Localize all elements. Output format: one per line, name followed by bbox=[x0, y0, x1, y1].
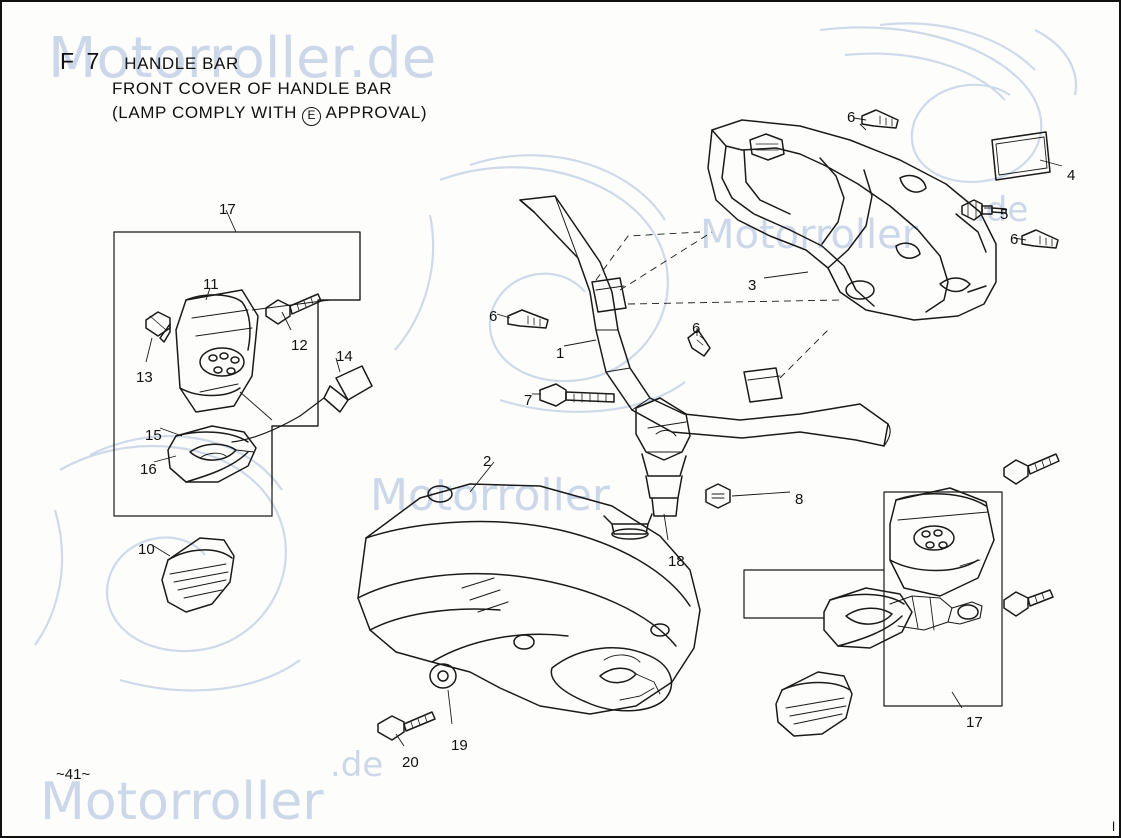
callout-number-20: 20 bbox=[402, 754, 419, 771]
e-approval-mark: E bbox=[302, 107, 322, 126]
callout-number-10: 10 bbox=[138, 541, 155, 558]
title-line-3-suffix: APPROVAL) bbox=[325, 103, 428, 122]
callout-number-17a: 17 bbox=[219, 201, 236, 218]
callout-number-14: 14 bbox=[336, 348, 353, 365]
callout-number-6b: 6 bbox=[1010, 231, 1019, 248]
callout-number-4: 4 bbox=[1067, 167, 1076, 184]
title-block: F 7 HANDLE BAR FRONT COVER OF HANDLE BAR… bbox=[60, 48, 427, 126]
callout-number-3: 3 bbox=[748, 277, 757, 294]
callout-number-11: 11 bbox=[203, 276, 219, 293]
title-line-1: HANDLE BAR bbox=[124, 54, 239, 73]
title-line-3-prefix: (LAMP COMPLY WITH bbox=[112, 103, 297, 122]
page-number: ~41~ bbox=[56, 766, 91, 783]
callout-number-7: 7 bbox=[524, 392, 533, 409]
callout-number-6c: 6 bbox=[489, 308, 498, 325]
section-code: F 7 bbox=[60, 48, 103, 74]
callout-number-18: 18 bbox=[668, 553, 685, 570]
callout-number-1: 1 bbox=[556, 345, 565, 362]
callout-number-17b: 17 bbox=[966, 714, 983, 731]
callout-number-6a: 6 bbox=[847, 109, 856, 126]
callout-number-5: 5 bbox=[1000, 206, 1009, 223]
callout-number-8: 8 bbox=[795, 491, 804, 508]
title-line-3: (LAMP COMPLY WITH E APPROVAL) bbox=[112, 103, 427, 126]
title-line-2: FRONT COVER OF HANDLE BAR bbox=[112, 79, 393, 98]
callout-number-12: 12 bbox=[291, 337, 308, 354]
callout-number-13: 13 bbox=[136, 369, 153, 386]
callout-number-19: 19 bbox=[451, 737, 468, 754]
callout-number-6d: 6 bbox=[692, 320, 701, 337]
corner-mark: l bbox=[1112, 819, 1115, 834]
callout-number-2: 2 bbox=[483, 453, 492, 470]
callout-number-16: 16 bbox=[140, 461, 157, 478]
callout-number-15: 15 bbox=[145, 427, 162, 444]
